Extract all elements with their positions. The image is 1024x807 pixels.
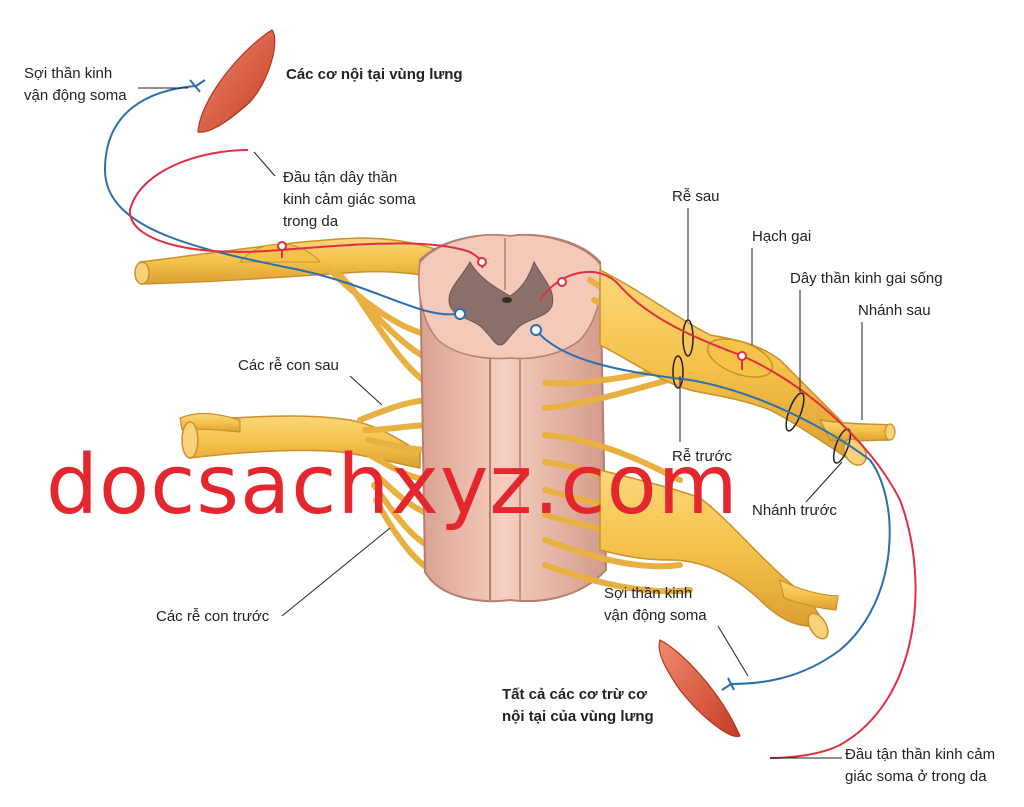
sensory-fiber-right: [539, 271, 917, 759]
label-spinal-nerve: Dây thần kinh gai sống: [790, 270, 943, 287]
other-muscle: [658, 639, 741, 737]
right-spinal-nerve: [599, 268, 896, 466]
label-intrinsic-back-muscles: Các cơ nội tại vùng lưng: [286, 66, 463, 83]
label-motor-fiber-bottom: Sợi thần kinh vận động soma: [604, 585, 707, 624]
label-spinal-ganglion: Hạch gai: [752, 228, 812, 245]
motor-fiber-top: [103, 79, 466, 320]
label-all-other-muscles: Tất cả các cơ trừ cơ nội tại của vùng lư…: [502, 686, 654, 725]
leader-lines: [138, 87, 863, 759]
label-ventral-root: Rễ trước: [672, 448, 732, 465]
intrinsic-back-muscle: [197, 29, 276, 133]
label-sensory-ending-skin-bottom: Đầu tận thần kinh cảm giác soma ở trong …: [845, 746, 996, 785]
spinal-cord: [418, 234, 608, 603]
watermark: docsachxyz.com: [46, 438, 739, 533]
label-ventral-rootlets: Các rễ con trước: [156, 608, 270, 625]
label-dorsal-root: Rễ sau: [672, 188, 720, 205]
label-ventral-ramus: Nhánh trước: [752, 502, 837, 519]
label-dorsal-rootlets: Các rễ con sau: [238, 357, 339, 374]
label-sensory-ending-skin-top: Đầu tận dây thần kinh cảm giác soma tron…: [283, 169, 416, 230]
label-motor-fiber-top: Sợi thần kinh vận động soma: [24, 65, 127, 104]
motor-fiber-right: [530, 324, 891, 691]
label-dorsal-ramus: Nhánh sau: [858, 302, 931, 319]
ventral-nerve-right: [599, 469, 839, 640]
sensory-fiber-top: [128, 149, 487, 269]
